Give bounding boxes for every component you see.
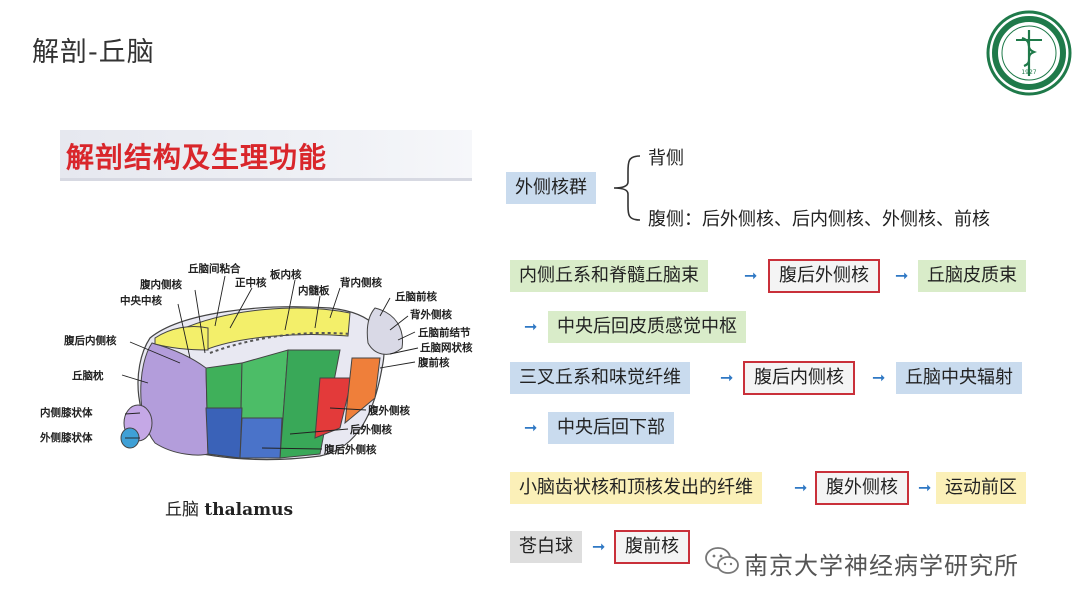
- label-central-nucleus: 中央中核: [120, 294, 162, 307]
- label-lateral-dorsal-nucleus: 背内侧核: [340, 276, 382, 289]
- arrow-icon: ➞: [524, 317, 538, 336]
- label-median-nucleus: 正中核: [235, 276, 267, 289]
- row1-cont-box: 中央后回皮质感觉中枢: [548, 311, 746, 343]
- label-lp: 后外侧核: [350, 423, 392, 436]
- section-heading: 解剖结构及生理功能: [66, 141, 328, 174]
- wechat-icon: [705, 547, 739, 574]
- row3-target-box: 运动前区: [936, 472, 1026, 504]
- vpl-blue: [239, 417, 283, 459]
- label-mgb: 内侧膝状体: [40, 406, 93, 419]
- row1-source-box: 内侧丘系和脊髓丘脑束: [510, 260, 708, 292]
- caption-cn: 丘脑: [165, 500, 199, 520]
- lateral-group-box: 外侧核群: [506, 172, 596, 204]
- row2-source-box: 三叉丘系和味觉纤维: [510, 362, 690, 394]
- arrow-icon: ➞: [794, 478, 808, 497]
- label-pulvinar: 丘脑枕: [72, 369, 104, 382]
- figure-caption: 丘脑 thalamus: [165, 495, 293, 520]
- arrow-icon: ➞: [744, 266, 758, 285]
- row2-cont-box: 中央后回下部: [548, 412, 674, 444]
- arrow-icon: ➞: [592, 537, 606, 556]
- intralaminar-line: [209, 331, 351, 354]
- dorsal-yellow-region: [179, 307, 351, 351]
- arrow-icon: ➞: [895, 266, 909, 285]
- thalamus-diagram: 丘脑间粘合 正中核 板内核 内髓板 背内侧核 腹内侧核 中央中核 丘脑前核 背外…: [39, 262, 473, 461]
- watermark-text: 南京大学神经病学研究所: [744, 552, 1019, 580]
- row4-nucleus-box: 腹前核: [614, 530, 690, 564]
- vpm-blue: [205, 407, 243, 459]
- arrow-icon: ➞: [872, 368, 886, 387]
- row2-target-box: 丘脑中央辐射: [896, 362, 1022, 394]
- label-anterior-nucleus: 丘脑前核: [395, 290, 437, 303]
- label-interthalamic-adhesion: 丘脑间粘合: [188, 262, 241, 275]
- label-vl: 腹外侧核: [368, 404, 410, 417]
- label-lgb: 外侧膝状体: [39, 431, 93, 444]
- page-title: 解剖-丘脑: [32, 37, 155, 68]
- arrow-icon: ➞: [524, 418, 538, 437]
- pulvinar-region: [140, 342, 209, 456]
- arrow-icon: ➞: [918, 478, 932, 497]
- ventral-text: 腹侧：后外侧核、后内侧核、外侧核、前核: [648, 209, 990, 230]
- university-logo-icon: 1927: [986, 10, 1072, 96]
- logo-year-text: 1927: [1021, 69, 1036, 76]
- label-vpl: 腹后外侧核: [324, 443, 377, 456]
- label-vpm: 腹后内侧核: [64, 334, 117, 347]
- anterior-nucleus-cap: [366, 307, 404, 355]
- row1-nucleus-box: 腹后外侧核: [768, 259, 880, 293]
- dorsal-text: 背侧: [648, 148, 684, 169]
- label-reticular-nucleus: 丘脑网状核: [420, 341, 473, 354]
- label-ventral-anterior-nucleus: 腹前核: [418, 356, 450, 369]
- label-dorsolateral-nucleus: 背外侧核: [410, 308, 452, 321]
- green-region-3: [279, 349, 341, 459]
- row3-source-box: 小脑齿状核和顶核发出的纤维: [510, 472, 762, 504]
- caption-en: thalamus: [204, 500, 294, 520]
- row2-nucleus-box: 腹后内侧核: [743, 361, 855, 395]
- dorsal-yellow-left: [154, 325, 209, 351]
- va-orange: [344, 357, 381, 425]
- row1-target-box: 丘脑皮质束: [918, 260, 1026, 292]
- brace-icon: [613, 155, 641, 221]
- label-intralaminar-nucleus: 板内核: [270, 268, 302, 281]
- section-banner: 解剖结构及生理功能: [60, 130, 472, 181]
- row3-nucleus-box: 腹外侧核: [815, 471, 909, 505]
- label-internal-medullary-lamina: 内髓板: [298, 284, 330, 297]
- label-ventromedial-nucleus: 腹内侧核: [140, 278, 182, 291]
- arrow-icon: ➞: [720, 368, 734, 387]
- row4-source-box: 苍白球: [510, 531, 582, 563]
- label-anterior-tubercle: 丘脑前结节: [418, 326, 471, 339]
